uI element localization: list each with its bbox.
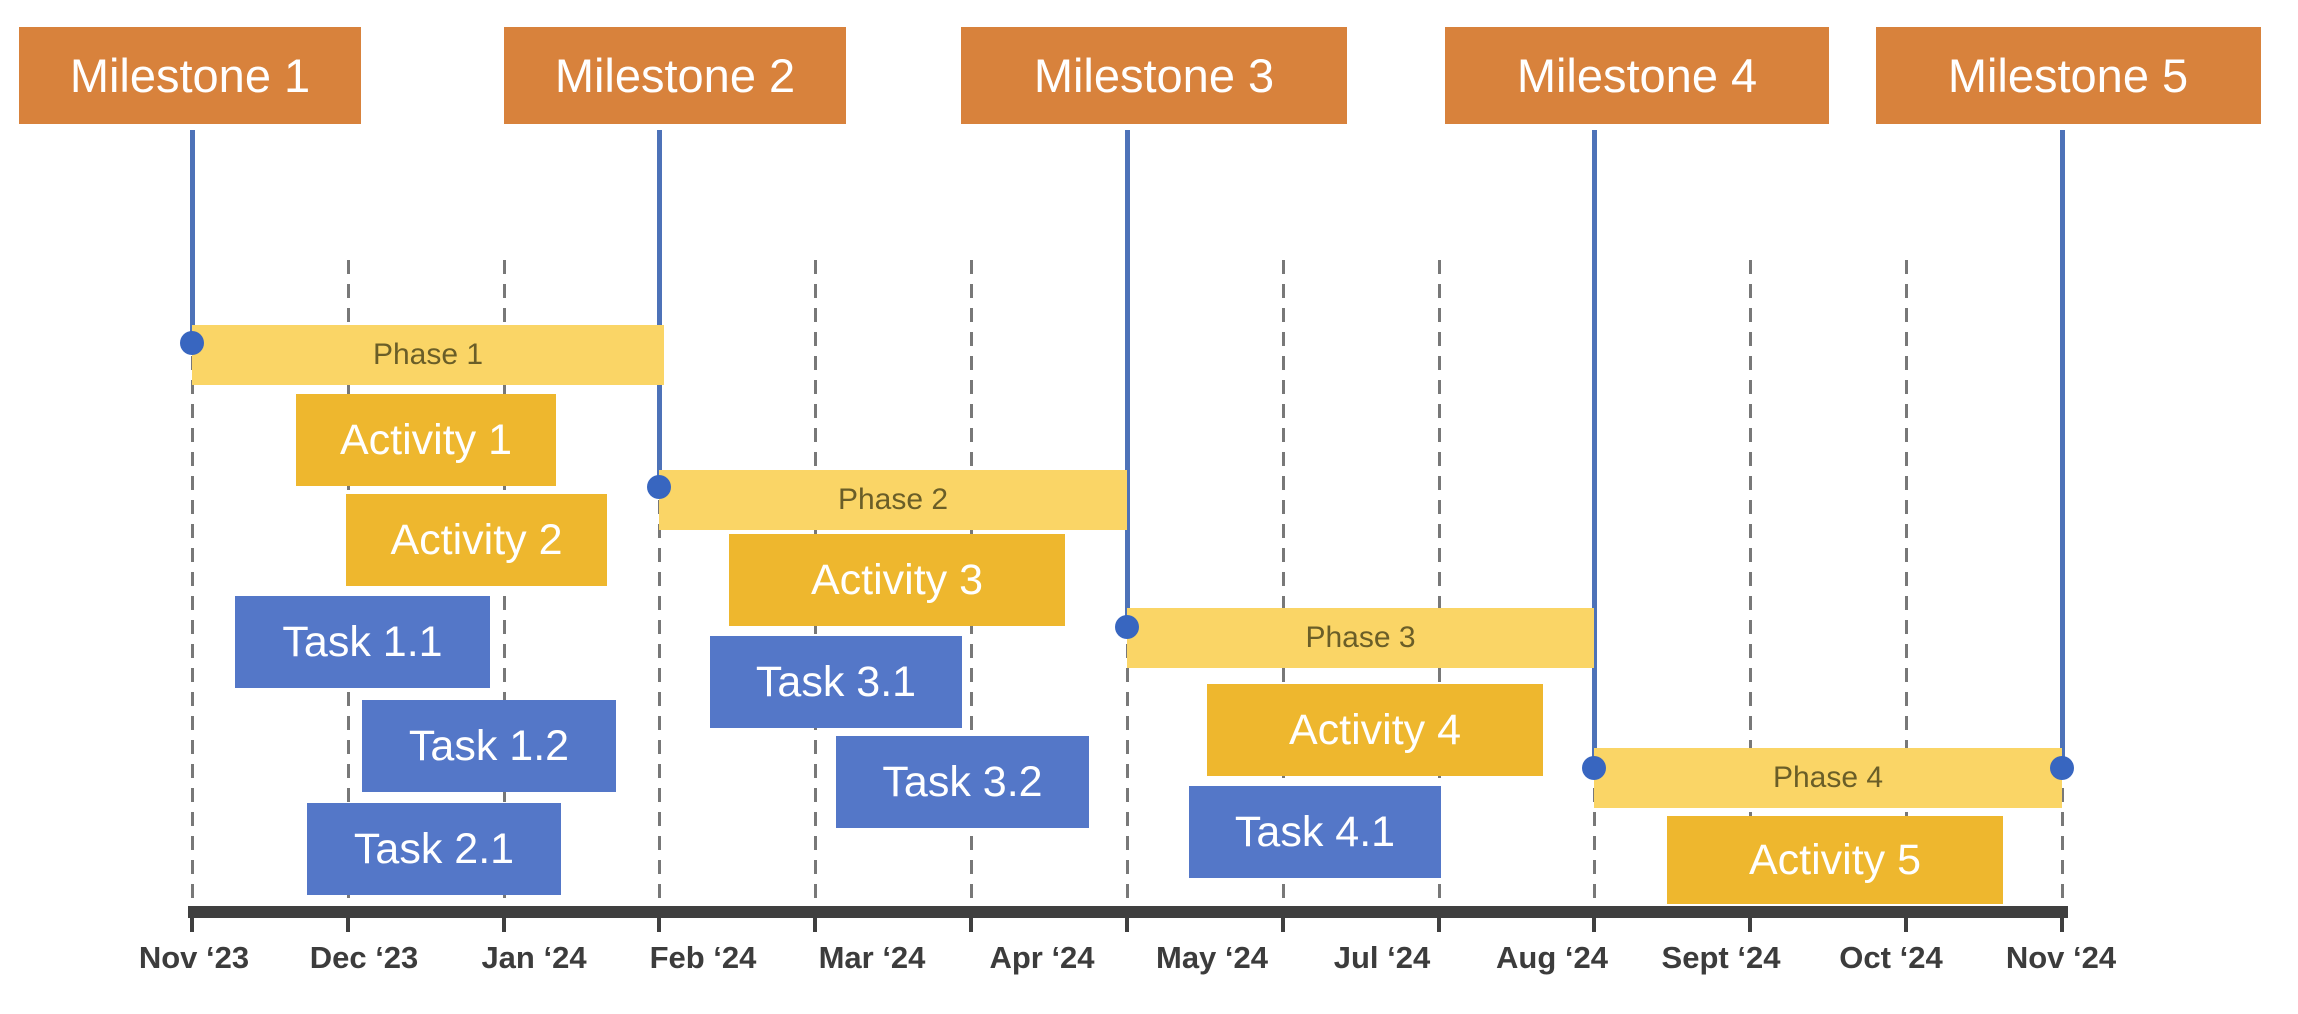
phase-3-label: Phase 3 bbox=[1305, 621, 1416, 654]
month-gridline-3 bbox=[657, 260, 661, 906]
phase-1-label: Phase 1 bbox=[372, 338, 484, 371]
phase-4-bar: Phase 4 bbox=[1594, 748, 2062, 808]
milestone-4-label: Milestone 4 bbox=[1516, 49, 1758, 102]
task-4-1-label: Task 4.1 bbox=[1234, 807, 1396, 856]
task-1-2-bar: Task 1.2 bbox=[362, 700, 616, 792]
axis-tick-9 bbox=[1592, 918, 1596, 932]
month-gridline-10 bbox=[1748, 260, 1752, 906]
x-axis-line bbox=[188, 906, 2068, 918]
month-label-nov-24: Nov ‘24 bbox=[2005, 940, 2117, 975]
activity-3-bar: Activity 3 bbox=[729, 534, 1065, 626]
phase-2-bar: Phase 2 bbox=[659, 470, 1127, 530]
task-2-1-bar: Task 2.1 bbox=[307, 803, 561, 895]
task-3-1-label: Task 3.1 bbox=[755, 657, 917, 706]
phase-2-label: Phase 2 bbox=[837, 483, 949, 516]
axis-tick-6 bbox=[1125, 918, 1129, 932]
axis-tick-10 bbox=[1748, 918, 1752, 932]
phase-dot-2 bbox=[1115, 615, 1139, 639]
milestone-2-label: Milestone 2 bbox=[554, 49, 796, 102]
month-label-aug-24: Aug ‘24 bbox=[1496, 940, 1608, 975]
task-1-2-label: Task 1.2 bbox=[408, 721, 570, 770]
month-label-jul-24: Jul ‘24 bbox=[1333, 940, 1431, 975]
task-3-2-label: Task 3.2 bbox=[882, 757, 1043, 806]
milestone-3-box: Milestone 3 bbox=[961, 27, 1347, 124]
month-label-may-24: May ‘24 bbox=[1155, 940, 1269, 975]
milestone-1-box: Milestone 1 bbox=[19, 27, 361, 124]
axis-tick-5 bbox=[969, 918, 973, 932]
milestone-1-label: Milestone 1 bbox=[69, 49, 311, 102]
month-label-feb-24: Feb ‘24 bbox=[649, 940, 757, 975]
phase-3-bar: Phase 3 bbox=[1127, 608, 1594, 668]
milestone-5-label: Milestone 5 bbox=[1947, 49, 2189, 102]
axis-tick-12 bbox=[2060, 918, 2064, 932]
task-2-1-label: Task 2.1 bbox=[353, 824, 515, 873]
month-gridline-8 bbox=[1437, 260, 1441, 906]
phase-1-bar: Phase 1 bbox=[192, 325, 664, 385]
phase-dot-1 bbox=[647, 475, 671, 499]
month-label-dec-23: Dec ‘23 bbox=[309, 940, 419, 975]
activity-5-label: Activity 5 bbox=[1748, 835, 1922, 884]
task-4-1-bar: Task 4.1 bbox=[1189, 786, 1441, 878]
phase-dot-3 bbox=[1582, 756, 1606, 780]
milestone-4-box: Milestone 4 bbox=[1445, 27, 1829, 124]
phase-dot-4 bbox=[2050, 756, 2074, 780]
axis-tick-3 bbox=[657, 918, 661, 932]
activity-2-label: Activity 2 bbox=[390, 515, 563, 564]
month-gridline-7 bbox=[1281, 260, 1285, 906]
axis-tick-4 bbox=[813, 918, 817, 932]
activity-4-label: Activity 4 bbox=[1288, 705, 1462, 754]
activity-1-bar: Activity 1 bbox=[296, 394, 556, 486]
axis-tick-11 bbox=[1904, 918, 1908, 932]
month-label-apr-24: Apr ‘24 bbox=[989, 940, 1095, 975]
phase-4-label: Phase 4 bbox=[1772, 761, 1884, 794]
task-3-1-bar: Task 3.1 bbox=[710, 636, 962, 728]
month-gridline-11 bbox=[1904, 260, 1908, 906]
month-label-mar-24: Mar ‘24 bbox=[818, 940, 926, 975]
month-gridline-0 bbox=[190, 260, 194, 906]
axis-tick-7 bbox=[1281, 918, 1285, 932]
activity-5-bar: Activity 5 bbox=[1667, 816, 2003, 904]
axis-tick-2 bbox=[502, 918, 506, 932]
milestone-2-box: Milestone 2 bbox=[504, 27, 846, 124]
task-1-1-bar: Task 1.1 bbox=[235, 596, 490, 688]
axis-tick-0 bbox=[190, 918, 194, 932]
month-label-sept-24: Sept ‘24 bbox=[1661, 940, 1781, 975]
milestone-4-line bbox=[1591, 130, 1597, 768]
task-1-1-label: Task 1.1 bbox=[282, 617, 443, 666]
activity-2-bar: Activity 2 bbox=[346, 494, 607, 586]
milestone-2-line bbox=[656, 130, 662, 487]
axis-tick-8 bbox=[1437, 918, 1441, 932]
milestone-1-line bbox=[189, 130, 195, 343]
milestone-3-label: Milestone 3 bbox=[1033, 49, 1275, 102]
task-3-2-bar: Task 3.2 bbox=[836, 736, 1089, 828]
milestone-5-line bbox=[2059, 130, 2065, 768]
milestone-5-box: Milestone 5 bbox=[1875, 27, 2261, 124]
month-label-oct-24: Oct ‘24 bbox=[1839, 940, 1943, 975]
month-label-jan-24: Jan ‘24 bbox=[481, 940, 587, 975]
activity-4-bar: Activity 4 bbox=[1207, 684, 1543, 776]
month-label-nov-23: Nov ‘23 bbox=[138, 940, 250, 975]
axis-tick-1 bbox=[346, 918, 350, 932]
activity-1-label: Activity 1 bbox=[339, 415, 513, 464]
activity-3-label: Activity 3 bbox=[810, 555, 984, 604]
phase-dot-0 bbox=[180, 331, 204, 355]
milestone-3-line bbox=[1124, 130, 1130, 627]
